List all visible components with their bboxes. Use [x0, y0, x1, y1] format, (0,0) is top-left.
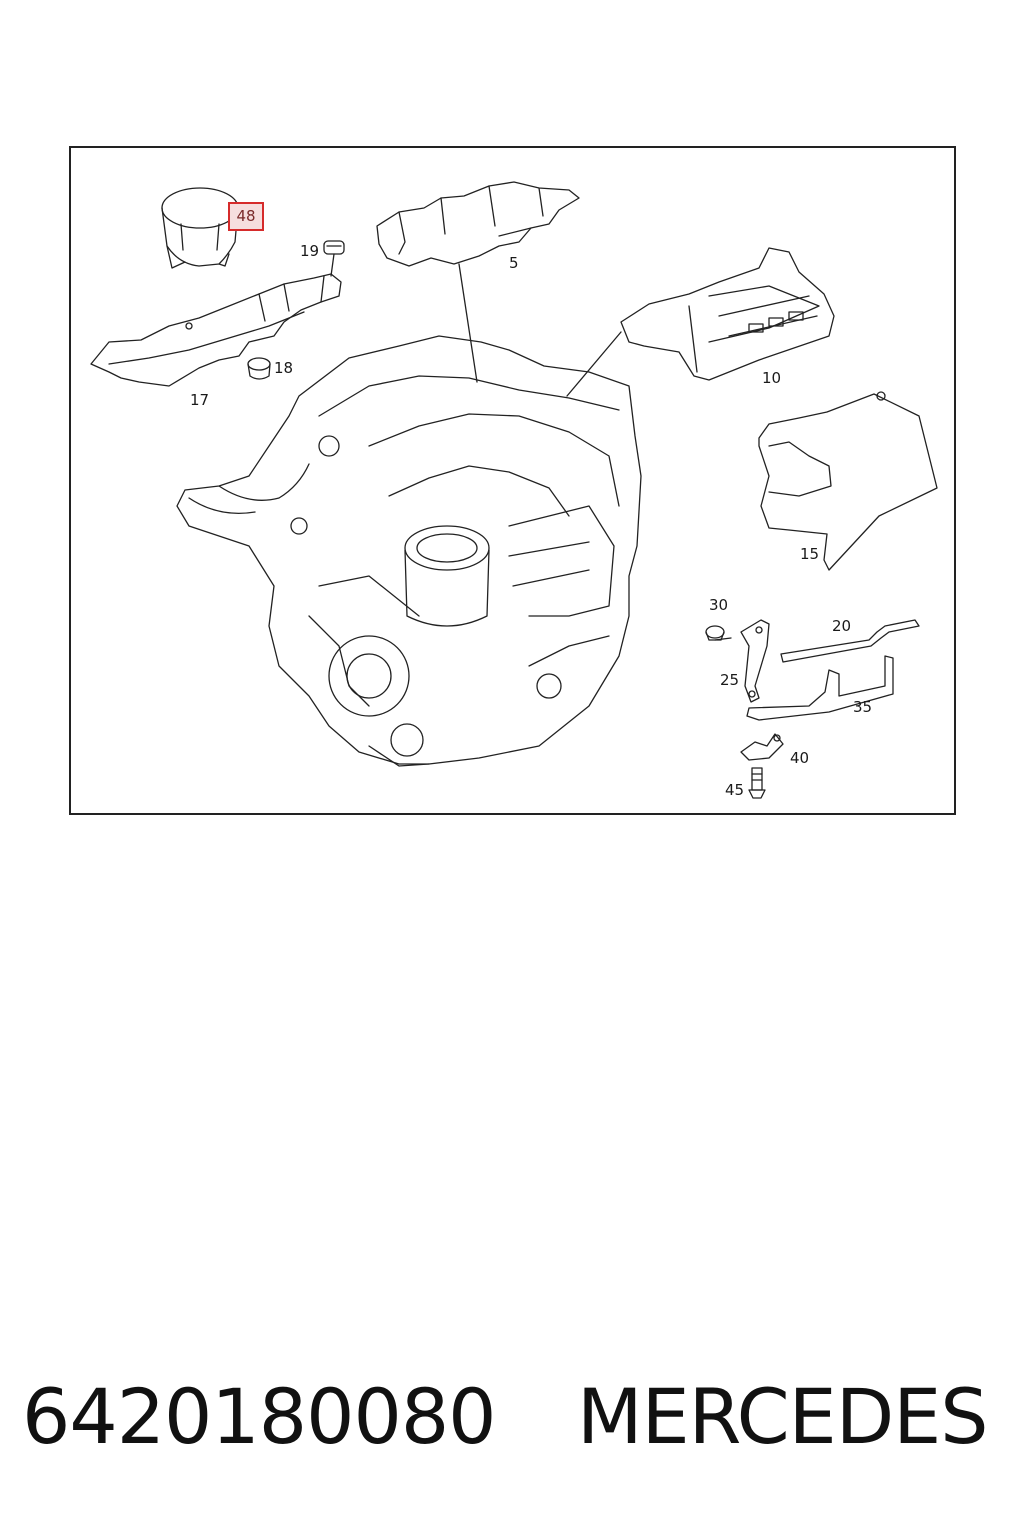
part-number: 6420180080	[22, 1372, 497, 1461]
part-48-cover	[161, 187, 239, 269]
brand-name: MERCEDES	[577, 1372, 988, 1461]
leader-5	[458, 263, 478, 383]
callout-25: 25	[720, 671, 740, 689]
part-20-rod	[780, 619, 920, 663]
part-18-nut	[247, 357, 271, 380]
part-5-upper-shield	[376, 181, 580, 267]
part-35-bracket	[746, 655, 894, 721]
part-17-heat-shield	[90, 273, 342, 387]
callout-19: 19	[300, 242, 320, 260]
callout-30: 30	[709, 596, 729, 614]
callout-10: 10	[762, 369, 782, 387]
part-10-engine-cover	[620, 247, 835, 381]
part-45-screw	[748, 767, 766, 799]
part-15-side-cover	[758, 391, 938, 571]
callout-15: 15	[800, 545, 820, 563]
part-25-bracket	[740, 619, 770, 703]
part-40-clip	[740, 733, 784, 761]
part-30-bolt	[705, 625, 732, 641]
exploded-parts-diagram	[90, 181, 938, 799]
callout-18: 18	[274, 359, 294, 377]
callout-45: 45	[725, 781, 745, 799]
part-19-grommet	[323, 240, 345, 277]
callout-17: 17	[190, 391, 210, 409]
callout-40: 40	[790, 749, 810, 767]
diagram-frame	[69, 146, 956, 815]
part-48-callout-highlight[interactable]: 48	[228, 202, 264, 231]
engine-assembly	[176, 335, 642, 767]
callout-20: 20	[832, 617, 852, 635]
callout-5: 5	[509, 254, 519, 272]
leader-10	[566, 331, 622, 397]
callout-35: 35	[853, 698, 873, 716]
